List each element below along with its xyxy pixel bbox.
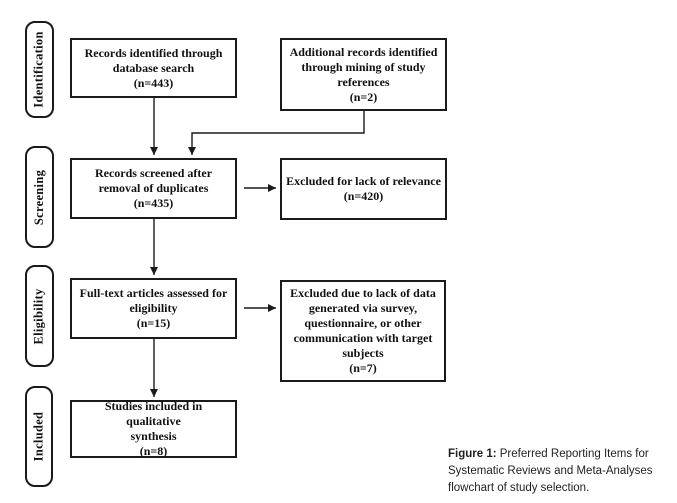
box-excluded-relevance: Excluded for lack of relevance (n=420): [280, 158, 447, 220]
box-records-screened: Records screened after removal of duplic…: [70, 158, 237, 219]
box-fulltext-assessed: Full-text articles assessed for eligibil…: [70, 278, 237, 339]
box-studies-included: Studies included in qualitative synthesi…: [70, 399, 237, 458]
box-additional-records-text: Additional records identified through mi…: [289, 44, 438, 104]
stage-eligibility-label: Eligibility: [32, 287, 46, 345]
arrow-additional-to-screened: [188, 111, 365, 155]
stage-included: Included: [25, 386, 53, 487]
figure-caption-label: Figure 1:: [448, 448, 497, 460]
box-records-identified: Records identified through database sear…: [70, 38, 237, 98]
box-excluded-data: Excluded due to lack of data generated v…: [280, 280, 446, 382]
stage-screening: Screening: [25, 146, 54, 248]
stage-identification: Identification: [25, 21, 54, 118]
stage-screening-label: Screening: [32, 169, 46, 225]
box-excluded-data-text: Excluded due to lack of data generated v…: [290, 286, 436, 375]
stage-eligibility: Eligibility: [25, 265, 54, 367]
figure-caption: Figure 1: Preferred Reporting Items for …: [448, 446, 676, 497]
stage-identification-label: Identification: [32, 31, 46, 108]
box-fulltext-assessed-text: Full-text articles assessed for eligibil…: [79, 286, 228, 330]
box-additional-records: Additional records identified through mi…: [280, 38, 447, 111]
box-excluded-relevance-text: Excluded for lack of relevance (n=420): [286, 174, 441, 203]
stage-included-label: Included: [31, 411, 46, 462]
figure-caption-text: Preferred Reporting Items for Systematic…: [448, 448, 653, 494]
box-studies-included-text: Studies included in qualitative synthesi…: [104, 399, 203, 458]
box-records-identified-text: Records identified through database sear…: [84, 45, 223, 90]
box-records-screened-text: Records screened after removal of duplic…: [94, 166, 213, 210]
